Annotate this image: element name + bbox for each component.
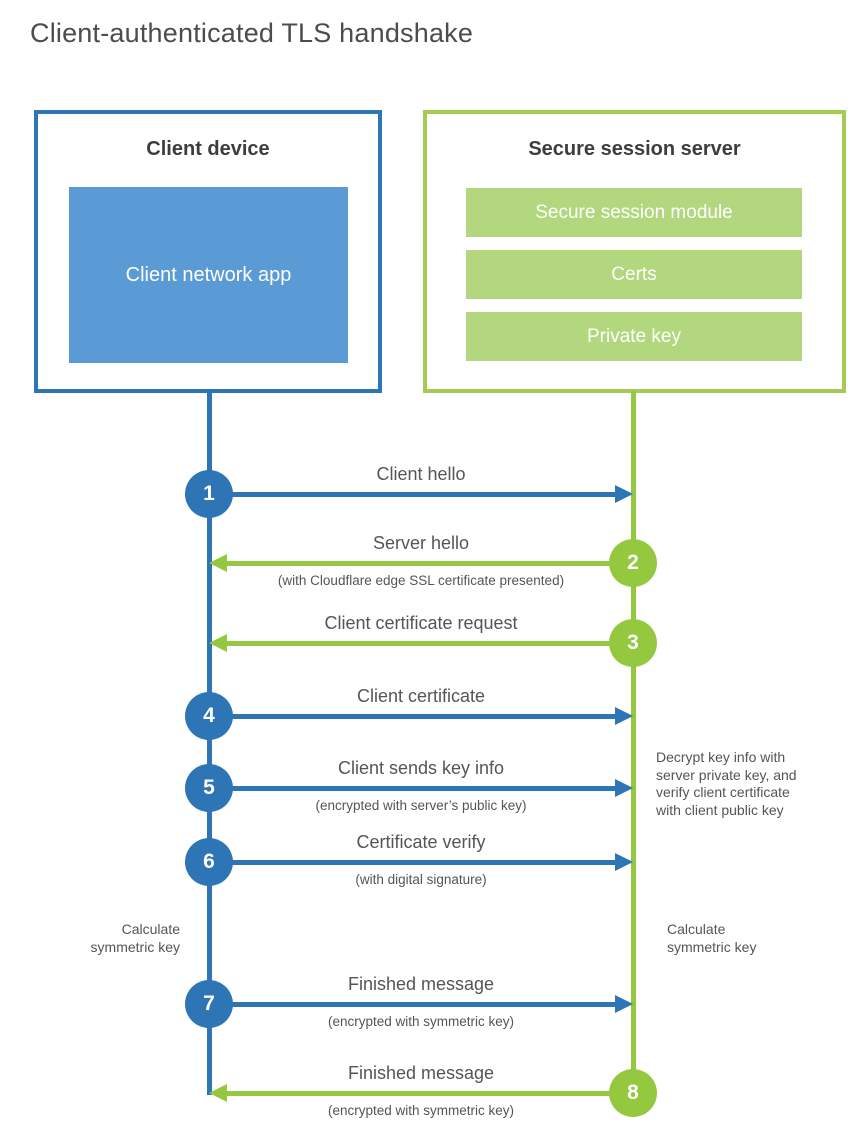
secure-session-server-box: Secure session server Secure session mod…	[423, 110, 846, 393]
step-7-arrowhead	[615, 995, 633, 1013]
page-title: Client-authenticated TLS handshake	[30, 18, 474, 48]
secure-session-server-title: Secure session server	[528, 138, 741, 160]
step-8-number: 8	[627, 1081, 639, 1104]
client-device-title: Client device	[146, 138, 270, 160]
step-6-number: 6	[203, 850, 215, 873]
step-5-number: 5	[203, 776, 215, 799]
step-4-label: Client certificate	[356, 686, 486, 706]
step-1-number: 1	[203, 482, 215, 505]
step-4-arrow	[209, 714, 615, 719]
client-network-app-box: Client network app	[69, 187, 348, 363]
step-7-circle: 7	[185, 980, 233, 1028]
server-module-1: Secure session module	[466, 188, 802, 237]
step-3-number: 3	[627, 631, 639, 654]
client-network-app-label: Client network app	[125, 263, 292, 286]
step-8-arrow	[227, 1091, 633, 1096]
server-calculate-note: Calculate symmetric key	[667, 921, 757, 955]
step-1-arrow	[209, 492, 615, 497]
step-5-label: Client sends key info	[337, 758, 505, 778]
client-calculate-note: Calculate symmetric key	[90, 921, 180, 955]
step-6-arrow	[209, 860, 615, 865]
step-4-circle: 4	[185, 692, 233, 740]
step-5-arrowhead	[615, 779, 633, 797]
server-module-2: Certs	[466, 250, 802, 299]
step-8-sublabel: (encrypted with symmetric key)	[327, 1103, 515, 1118]
step-5-sublabel: (encrypted with server’s public key)	[315, 798, 527, 813]
step-8-circle: 8	[609, 1069, 657, 1117]
server-module-3-label: Private key	[587, 325, 681, 347]
server-lifeline	[631, 391, 636, 1093]
step-2-circle: 2	[609, 539, 657, 587]
step-2-arrow	[227, 561, 633, 566]
step-6-label: Certificate verify	[356, 832, 486, 852]
step-5-arrow	[209, 786, 615, 791]
server-module-2-label: Certs	[611, 263, 657, 285]
step-5-circle: 5	[185, 764, 233, 812]
client-lifeline	[207, 391, 212, 1095]
step-4-arrowhead	[615, 707, 633, 725]
step-2-number: 2	[627, 551, 639, 574]
step-8-label: Finished message	[347, 1063, 495, 1083]
server-module-1-label: Secure session module	[535, 201, 733, 223]
step-4-number: 4	[203, 704, 215, 727]
server-decrypt-note: Decrypt key info with server private key…	[656, 749, 797, 818]
step-6-circle: 6	[185, 838, 233, 886]
step-7-sublabel: (encrypted with symmetric key)	[327, 1014, 515, 1029]
step-2-sublabel: (with Cloudflare edge SSL certificate pr…	[277, 573, 565, 588]
step-6-sublabel: (with digital signature)	[355, 872, 487, 887]
step-6-arrowhead	[615, 853, 633, 871]
step-7-number: 7	[203, 992, 215, 1015]
client-device-box: Client device Client network app	[34, 110, 382, 393]
step-7-label: Finished message	[347, 974, 495, 994]
step-1-circle: 1	[185, 470, 233, 518]
step-3-arrowhead	[209, 634, 227, 652]
step-2-arrowhead	[209, 554, 227, 572]
step-1-arrowhead	[615, 485, 633, 503]
server-module-3: Private key	[466, 312, 802, 361]
step-8-arrowhead	[209, 1084, 227, 1102]
step-3-arrow	[227, 641, 633, 646]
step-2-label: Server hello	[372, 533, 470, 553]
step-7-arrow	[209, 1002, 615, 1007]
step-3-circle: 3	[609, 619, 657, 667]
step-3-label: Client certificate request	[324, 613, 518, 633]
step-1-label: Client hello	[376, 464, 466, 484]
